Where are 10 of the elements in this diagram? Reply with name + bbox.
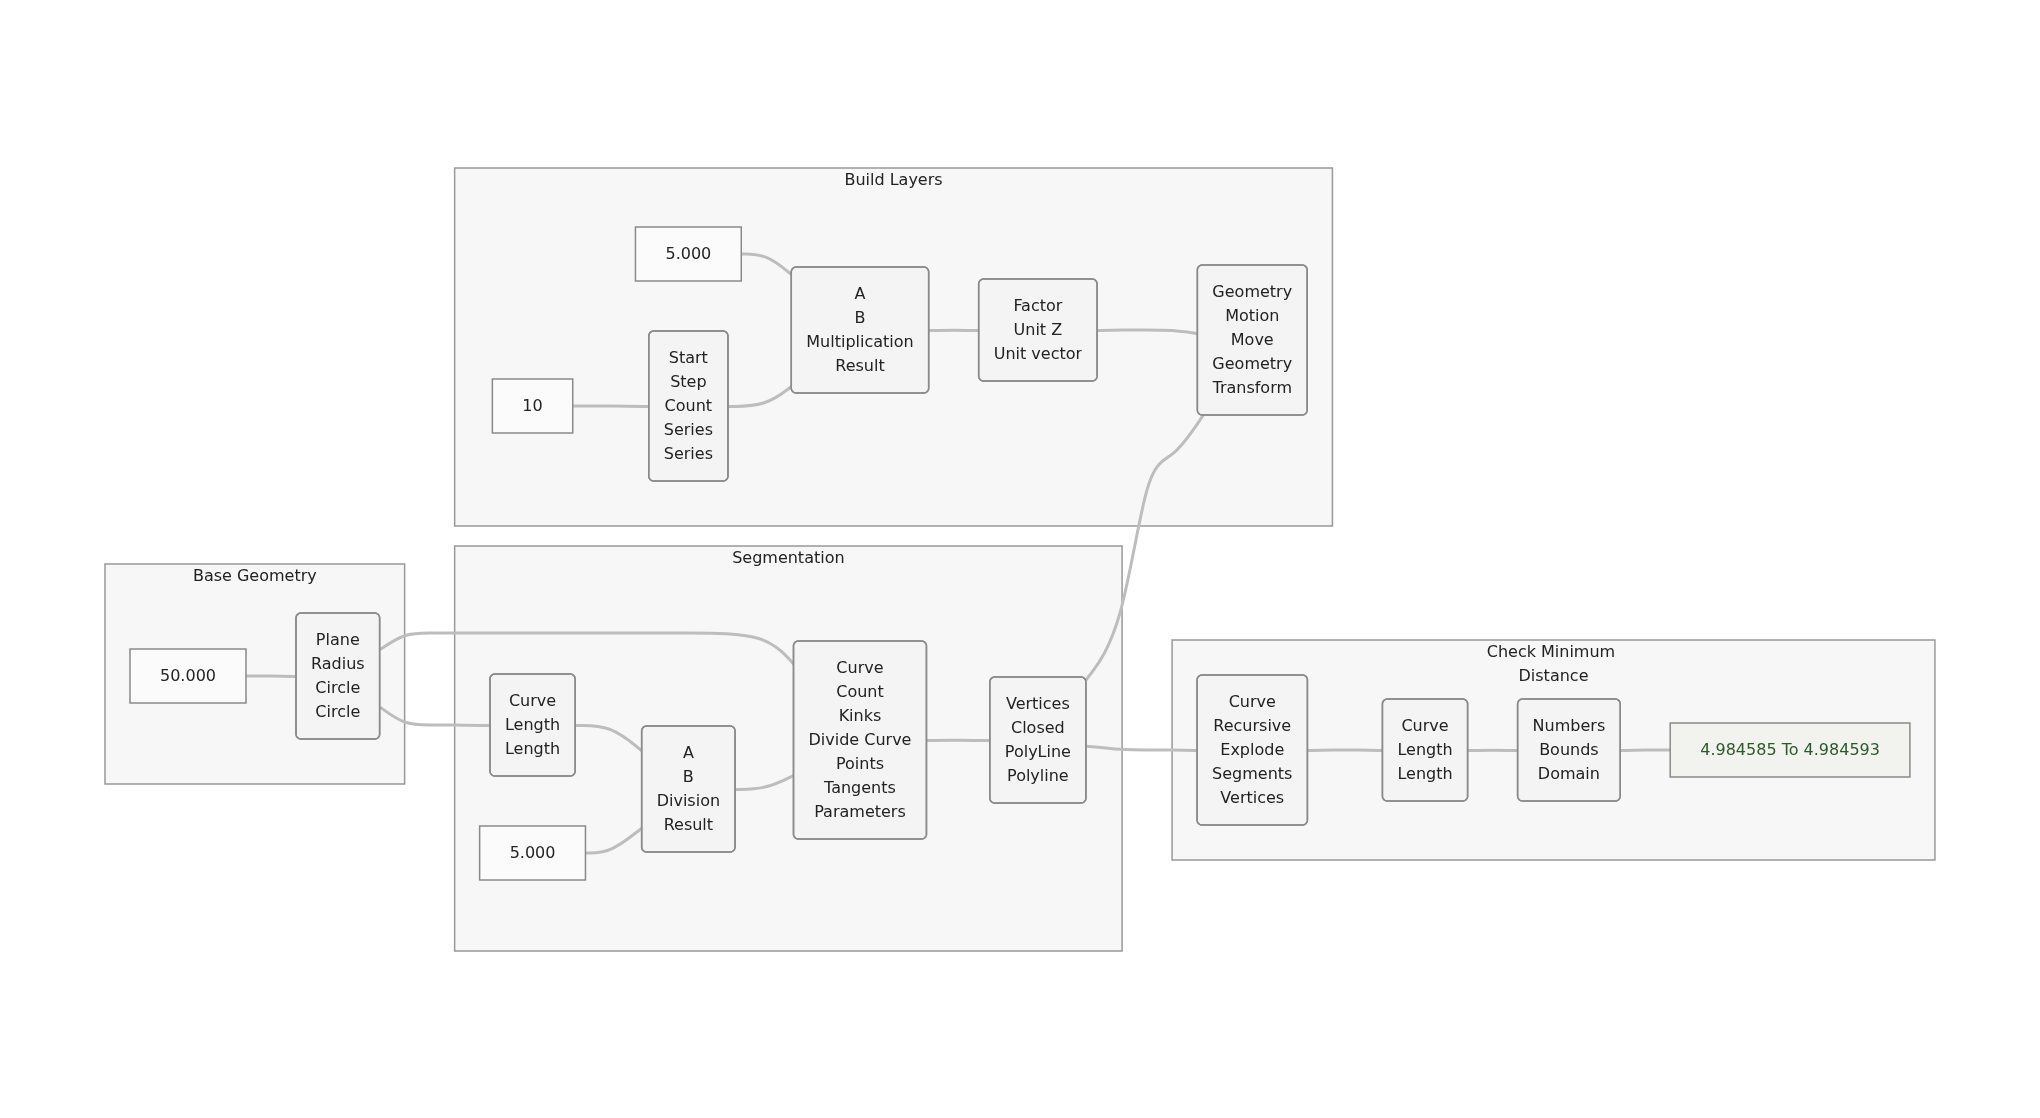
connector <box>1086 744 1198 752</box>
node-box: 5.000 <box>634 225 743 282</box>
connector <box>1084 414 1205 681</box>
node-box: 4.984585 To 4.984593 <box>1669 721 1911 778</box>
node-box: 10 <box>491 377 574 434</box>
connector <box>1620 748 1671 752</box>
connector <box>1307 748 1383 752</box>
connector <box>246 674 297 678</box>
node-box: 5.000 <box>478 824 587 881</box>
node-box: 50.000 <box>129 647 247 704</box>
